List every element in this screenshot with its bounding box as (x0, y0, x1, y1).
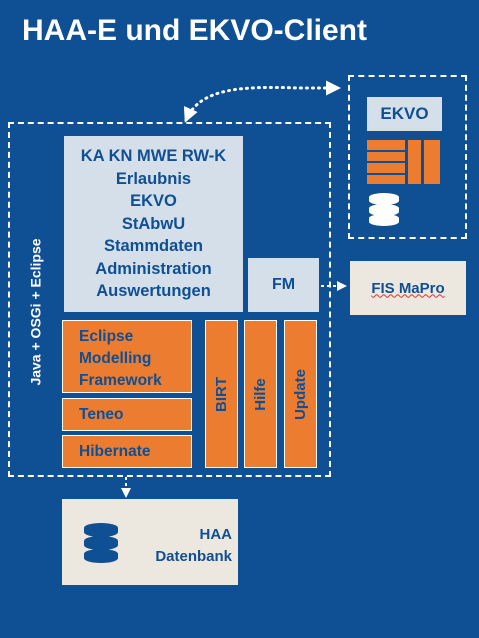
ekvo-box: EKVO (367, 97, 442, 131)
haa-db-line: Datenbank (155, 548, 232, 565)
module-label: Stammdaten (103, 237, 204, 256)
fm-box: FM (248, 258, 319, 312)
update-label: Update (292, 368, 309, 420)
side-label-container: Java + OSGi + Eclipse (6, 212, 66, 412)
fis-mapro-label: FIS MaPro (371, 279, 445, 297)
module-label: Auswertungen (96, 282, 211, 301)
client-modules-box: KA KN MWE RW-K Erlaubnis EKVO StAbwU Sta… (64, 136, 243, 312)
emf-label: Modelling (79, 350, 152, 367)
module-label: EKVO (130, 192, 177, 211)
teneo-box: Teneo (62, 398, 192, 431)
database-icon (369, 193, 399, 226)
ekvo-server-frame (348, 75, 467, 239)
hilfe-label: Hilfe (252, 377, 270, 411)
hilfe-box: Hilfe (244, 320, 277, 468)
ekvo-link-dotted (183, 80, 341, 123)
emf-label: Eclipse (79, 328, 134, 345)
fm-label: FM (271, 276, 296, 293)
fis-mapro-box: FIS MaPro (350, 261, 466, 315)
page-title: HAA-E und EKVO-Client (22, 14, 367, 47)
update-box: Update (284, 320, 317, 468)
haa-db-label: HAA Datenbank (136, 524, 232, 568)
hibernate-label: Hibernate (79, 443, 151, 460)
table-icon (367, 140, 440, 184)
side-label: Java + OSGi + Eclipse (28, 238, 44, 386)
module-label: StAbwU (121, 214, 186, 233)
birt-box: BIRT (205, 320, 238, 468)
birt-label: BIRT (213, 376, 230, 412)
database-icon (84, 523, 118, 563)
hibernate-box: Hibernate (62, 435, 192, 468)
client-frame (8, 122, 331, 477)
emf-label: Framework (79, 372, 162, 389)
haa-db-line: HAA (199, 526, 233, 543)
emf-box: Eclipse Modelling Framework (62, 320, 192, 393)
haa-db-box: HAA Datenbank (62, 499, 238, 585)
module-label: KA KN MWE RW-K (80, 146, 227, 165)
module-label: Administration (95, 259, 212, 278)
teneo-label: Teneo (79, 406, 124, 423)
ekvo-label: EKVO (380, 104, 429, 123)
module-label: Erlaubnis (115, 169, 192, 188)
